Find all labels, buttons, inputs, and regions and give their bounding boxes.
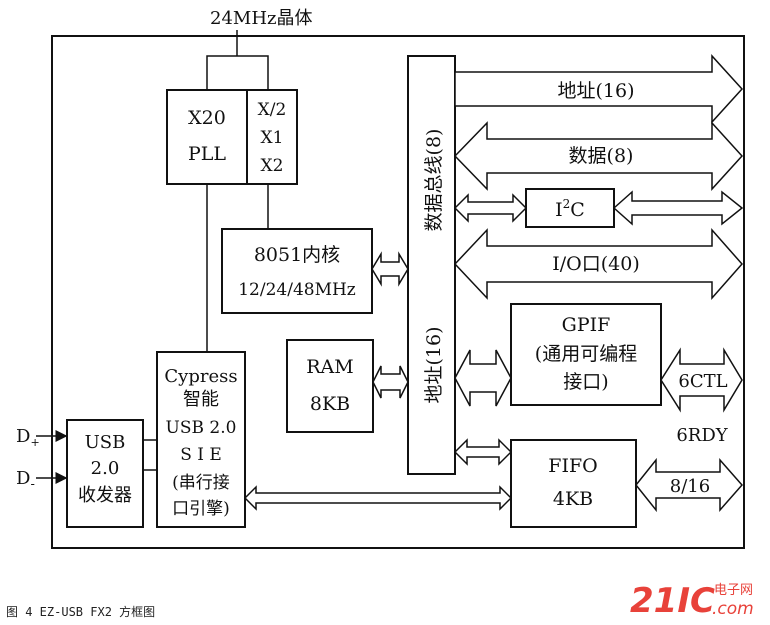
gpif-ctl-arrow <box>660 347 743 413</box>
i2c-right-arrow <box>612 190 744 226</box>
fifo-out-arrow <box>635 457 743 513</box>
gpif-line3: 接口) <box>563 371 608 393</box>
core-bus-arrow <box>371 251 409 287</box>
sie-line1: Cypress <box>164 366 237 387</box>
rdy-label: 6RDY <box>676 425 728 446</box>
core-line1: 8051内核 <box>254 244 340 266</box>
address-label: 地址(16) <box>557 80 634 102</box>
divider-block <box>246 89 298 185</box>
pll-line2: PLL <box>188 143 226 165</box>
d-minus-label: D- <box>16 468 35 492</box>
data-label: 数据(8) <box>569 145 634 167</box>
core-line2: 12/24/48MHz <box>238 280 356 300</box>
fifo-bus-arrow <box>453 438 513 466</box>
d-plus-label: D+ <box>16 426 40 449</box>
sie-line5: (串行接 <box>172 473 230 493</box>
watermark-domain: .com <box>712 599 754 619</box>
sie-line4: S I E <box>180 445 222 465</box>
data-bus-arrow <box>453 121 744 191</box>
ram-bus-arrow <box>372 365 409 399</box>
ram-line1: RAM <box>306 356 353 378</box>
divider-line2: X1 <box>261 128 284 148</box>
pll-block <box>166 89 248 185</box>
sie-line3: USB 2.0 <box>166 418 237 438</box>
gpif-block <box>510 303 662 406</box>
address-bus-arrow <box>454 54 744 124</box>
crystal-label: 24MHz晶体 <box>210 8 313 29</box>
divider-line1: X/2 <box>258 100 287 120</box>
i2c-left-arrow <box>453 193 528 223</box>
figure-caption: 图 4 EZ-USB FX2 方框图 <box>6 605 156 619</box>
watermark-brand: 21IC <box>630 581 715 620</box>
core-block <box>221 228 373 314</box>
io-label: I/O口(40) <box>552 253 640 275</box>
divider-line3: X2 <box>261 156 284 176</box>
watermark-cn: 电子网 <box>714 583 753 598</box>
gpif-line2: (通用可编程 <box>535 343 637 365</box>
io-port-arrow <box>453 228 744 300</box>
transceiver-line1: USB <box>85 432 126 453</box>
fifo-line1: FIFO <box>548 455 597 477</box>
sie-fifo-arrow <box>243 485 513 511</box>
transceiver-line3: 收发器 <box>78 485 132 506</box>
bus-addr-label: 地址(16) <box>423 326 445 403</box>
ctl-label: 6CTL <box>678 371 727 392</box>
bus-data-label: 数据总线(8) <box>423 129 445 232</box>
transceiver-line2: 2.0 <box>91 458 120 479</box>
sie-line6: 口引擎) <box>172 499 230 519</box>
fifo-block <box>510 439 637 528</box>
ram-line2: 8KB <box>310 393 350 415</box>
ram-block <box>286 339 374 433</box>
gpif-bus-arrow <box>454 349 512 407</box>
fifo-line2: 4KB <box>553 488 593 510</box>
pll-line1: X20 <box>188 107 226 129</box>
sie-line2: 智能 <box>183 389 219 410</box>
i2c-label: I2C <box>555 197 585 221</box>
site-watermark-logo: 21IC 电子网 .com <box>630 581 754 620</box>
fifo-width-label: 8/16 <box>670 476 710 497</box>
crystal-split-line <box>206 55 269 90</box>
gpif-line1: GPIF <box>562 314 611 336</box>
internal-bus <box>407 55 456 475</box>
chip-outline <box>51 35 745 549</box>
